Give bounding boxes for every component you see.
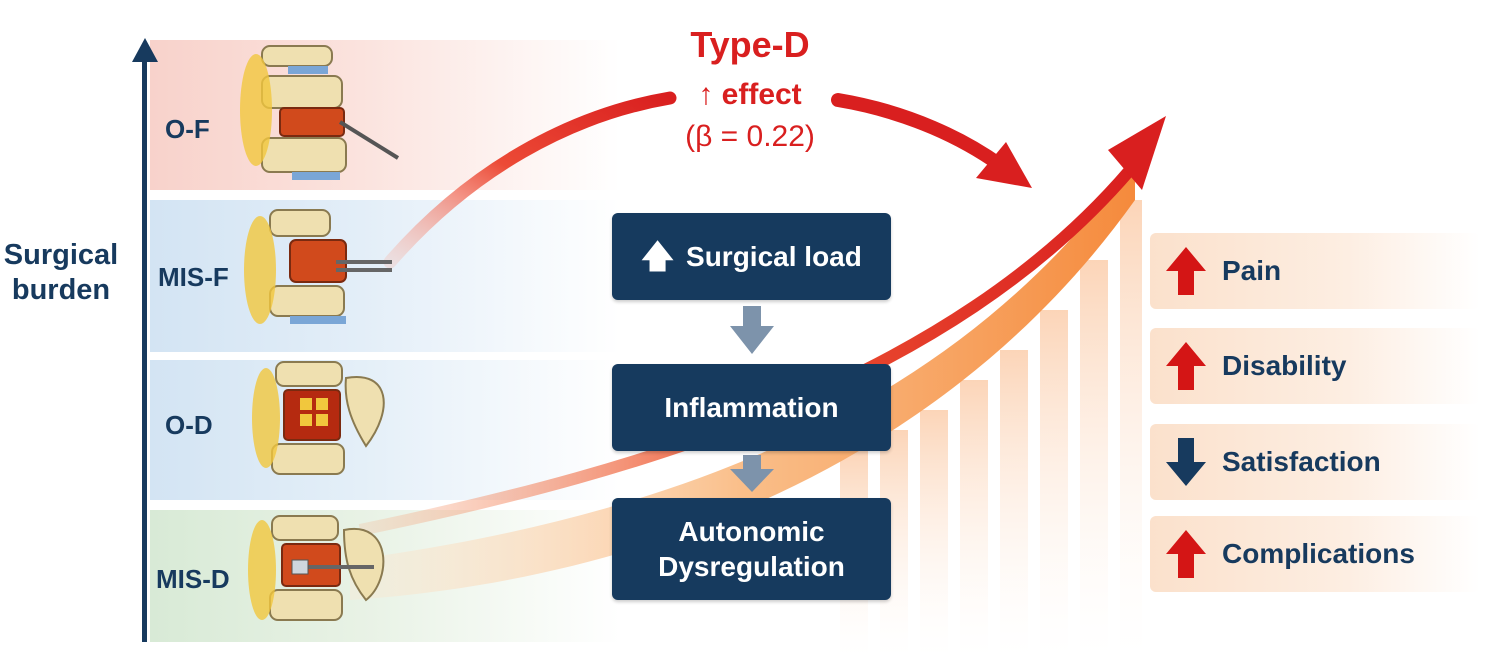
band-label-o-f: O-F (165, 114, 210, 144)
type-d-arc-left (383, 91, 677, 269)
rising-band (350, 160, 1135, 600)
spine-o-d-icon (252, 361, 385, 475)
band-label-mis-f: MIS-F (158, 262, 229, 292)
outcome-pain: Pain (1150, 233, 1480, 309)
flow-box-inflammation: Inflammation (612, 364, 891, 451)
up-arrow-icon (1166, 342, 1206, 390)
surgical-load-label: Surgical load (686, 241, 862, 272)
band-label-o-d: O-D (165, 410, 213, 440)
axis-label: Surgical burden (3, 239, 119, 306)
rising-arrowhead (1108, 116, 1166, 190)
outcome-disability: Disability (1150, 328, 1480, 404)
up-arrow-icon: 🡅 (641, 238, 675, 274)
band-o-f (150, 40, 620, 190)
outcome-label: Pain (1222, 255, 1282, 286)
type-d-arrowhead (976, 142, 1032, 188)
up-arrow-icon (1166, 247, 1206, 295)
outcome-complications: Complications (1150, 516, 1480, 592)
down-arrow-icon (1166, 438, 1206, 486)
type-d-title: Type-D (690, 24, 810, 65)
type-d-arc-right (831, 93, 1007, 172)
spine-o-f-icon (240, 45, 400, 180)
outcome-satisfaction: Satisfaction (1150, 424, 1480, 500)
type-d-effect: ↑ effect (698, 78, 802, 111)
band-mis-f (150, 200, 620, 352)
flow-arrows (730, 306, 774, 492)
spine-mis-d-icon (248, 515, 385, 621)
up-arrow-icon (1166, 530, 1206, 578)
band-label-mis-d: MIS-D (156, 564, 230, 594)
y-axis (142, 58, 147, 642)
spine-mis-f-icon (244, 209, 392, 324)
type-d-beta: (β = 0.22) (685, 120, 815, 153)
flow-box-surgical-load: 🡅 Surgical load (612, 213, 891, 300)
outcome-label: Satisfaction (1222, 446, 1381, 477)
outcome-label: Disability (1222, 350, 1347, 381)
autonomic-label: Autonomic Dysregulation (658, 516, 845, 582)
outcome-label: Complications (1222, 538, 1415, 569)
inflammation-label: Inflammation (664, 392, 839, 423)
flow-box-autonomic: Autonomic Dysregulation (612, 498, 891, 600)
band-o-d (150, 360, 620, 500)
